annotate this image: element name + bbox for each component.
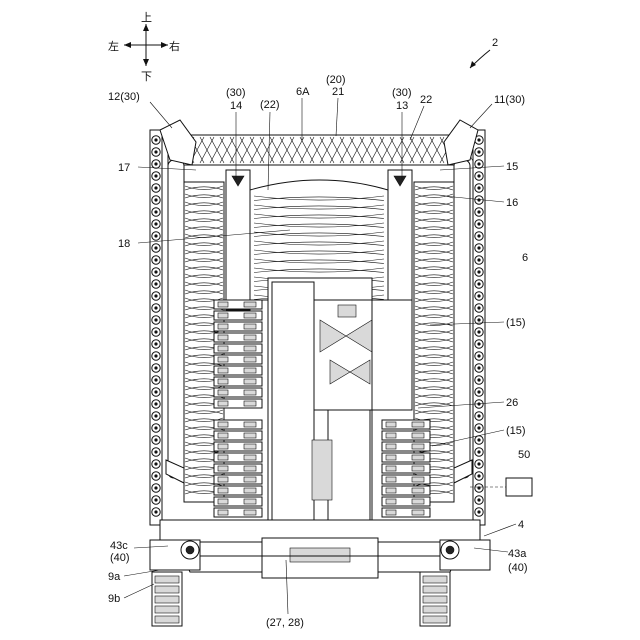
compass-left-label: 左	[108, 40, 119, 53]
label-14: 14	[230, 100, 242, 112]
controller-box-50	[506, 478, 532, 496]
label-6: 6	[522, 252, 528, 264]
label-9a: 9a	[108, 571, 121, 583]
label-43c: 43c	[110, 540, 128, 552]
label-11-30: 11(30)	[494, 94, 525, 106]
label-26: 26	[506, 397, 518, 409]
label-30-left: (30)	[226, 87, 246, 99]
label-21: 21	[332, 86, 344, 98]
label-15: 15	[506, 161, 518, 173]
label-9b: 9b	[108, 593, 120, 605]
label-6A: 6A	[296, 86, 310, 98]
label-12-30: 12(30)	[108, 91, 140, 103]
label-27-28: (27, 28)	[266, 617, 304, 629]
label-17: 17	[118, 162, 130, 174]
compass-up-label: 上	[141, 11, 152, 24]
label-40-right: (40)	[508, 562, 528, 574]
label-50: 50	[518, 449, 530, 461]
compass-down-label: 下	[141, 70, 152, 83]
label-22: 22	[420, 94, 432, 106]
label-15-paren-a: (15)	[506, 317, 526, 329]
label-40-left: (40)	[110, 552, 130, 564]
label-22-paren: (22)	[260, 99, 280, 111]
label-43a: 43a	[508, 548, 527, 560]
label-4: 4	[518, 519, 524, 531]
compass-right-label: 右	[169, 39, 180, 53]
label-18: 18	[118, 238, 130, 250]
machine-body	[150, 120, 532, 626]
fig-ref-number: 2	[492, 37, 498, 49]
label-20-paren: (20)	[326, 74, 346, 86]
label-13: 13	[396, 100, 408, 112]
label-15-paren-b: (15)	[506, 425, 526, 437]
direction-compass: 上 下 左 右	[108, 11, 180, 83]
label-30-right: (30)	[392, 87, 412, 99]
figure-reference: 2	[470, 37, 498, 68]
label-16: 16	[506, 197, 518, 209]
